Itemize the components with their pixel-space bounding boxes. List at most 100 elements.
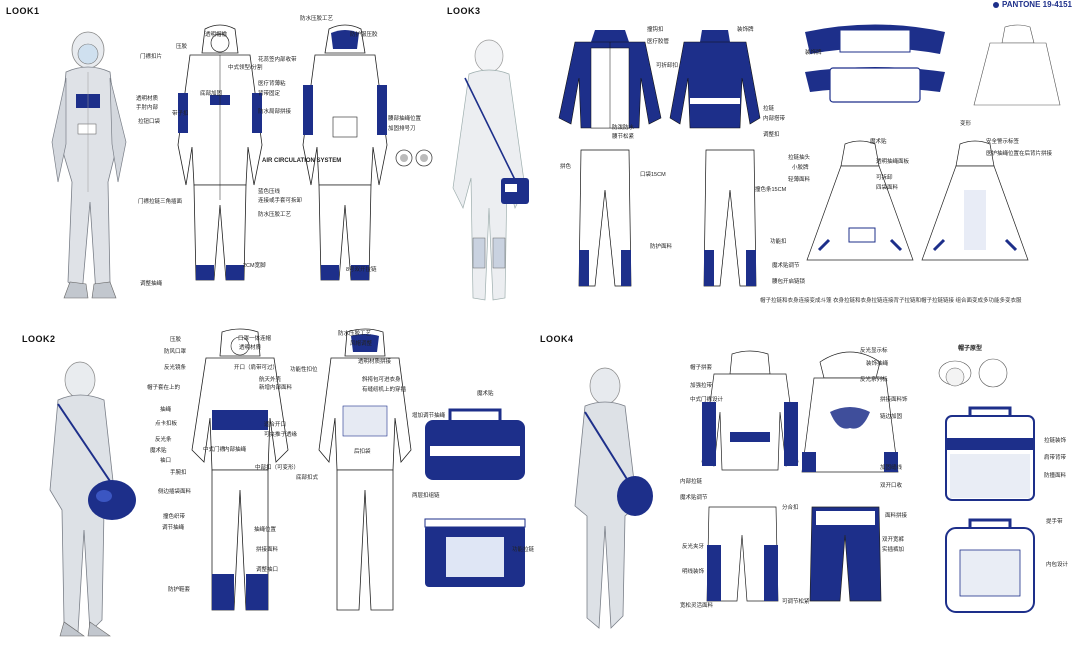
ann: 撞色条15CM (755, 187, 787, 193)
ann: 拼接面料饰 (880, 397, 908, 403)
ann: 医疗背薄粘 (258, 81, 286, 87)
ann: 明线装饰 (682, 569, 705, 575)
ann: 变形 (960, 121, 972, 127)
ann: 有缝纫机上的穿插 (362, 387, 407, 393)
ann: 压胶 (176, 44, 188, 50)
ann: 加固缝线 (880, 465, 903, 471)
ann: 装饰牌 (805, 50, 822, 56)
ann: 双开口收 (880, 483, 903, 489)
look1-figure (51, 31, 127, 299)
look1-flat-front (177, 24, 263, 281)
ann: 调整抽绳 (140, 281, 163, 287)
ann: 内部搭带 (763, 116, 786, 122)
ann: 透明材质 (239, 345, 262, 351)
color-dot-icon (993, 1, 1000, 8)
look2-title: LOOK2 (22, 334, 56, 344)
ann: 抽绳 (160, 407, 172, 413)
look3-bottom-note: 帽子拉链和衣身连接变成斗篷 衣身拉链和衣身拉链连接背子拉链和帽子拉链链接 组合面… (760, 298, 1022, 304)
ann: 抽绳位置 (254, 527, 277, 533)
ann: 口袋15CM (640, 172, 666, 178)
look2-bag-bottom (424, 518, 526, 587)
ann: 防水局部拼接 (258, 109, 292, 115)
look4-backpack-bottom (945, 518, 1035, 613)
ann: 安全警示标签 (986, 139, 1020, 145)
ann: 透明材质 (136, 96, 159, 102)
look3-pants-back (703, 149, 757, 287)
ann: 侧边插袋面料 (158, 489, 192, 495)
ann: 腰节松紧 (612, 134, 635, 140)
ann: 手腕扣 (170, 470, 187, 476)
ann: 医疗胶管 (647, 39, 670, 45)
ann: 门襟拉链三角插面 (138, 199, 183, 205)
ann: 门襟扣片 (140, 54, 163, 60)
look4-shorts-front (706, 506, 779, 602)
ann: 调整扣 (763, 132, 780, 138)
ann: 防泼防水 (612, 125, 635, 131)
ann: 肩带背带 (1044, 455, 1067, 461)
look1-detail-vents (395, 149, 433, 167)
look3-pants-front (578, 149, 632, 287)
ann: 反光夹牙 (682, 544, 705, 550)
look1-title: LOOK1 (6, 6, 40, 16)
ann: 魔术贴 (150, 448, 167, 454)
ann: 2CM宽脚 (243, 263, 266, 269)
ann: 拉链装饰 (1044, 438, 1067, 444)
ann: 适合开口 (264, 422, 287, 428)
ann: 点卡扣板 (155, 421, 178, 427)
ann: 背带固定 (258, 91, 281, 97)
ann: 增加调节抽绳 (412, 413, 446, 419)
ann: 魔术贴 (870, 139, 887, 145)
ann: 可拆卸 (876, 175, 893, 181)
ann: 花蕊签内部收带 (258, 57, 297, 63)
ann: 四袋面料 (876, 185, 899, 191)
ann: 魔术贴调节 (772, 263, 800, 269)
ann: 口罩一体连帽 (238, 336, 272, 342)
ann: 中式门襟设计 (690, 397, 724, 403)
ann: 医护抽绳位置在后背片拼接 (986, 151, 1053, 157)
ann: 帽子拼套 (690, 365, 713, 371)
ann: 反光条 (155, 437, 172, 443)
look3-title: LOOK3 (447, 6, 481, 16)
look3-jacket-back (669, 30, 761, 129)
ann: 宽松灵活面料 (680, 603, 714, 609)
ann: 蓝色压线 (258, 189, 281, 195)
look3-cape-front (806, 140, 914, 261)
ann: 内包设计 (1046, 562, 1069, 568)
look2-figure (49, 361, 136, 637)
ann: 透明材质拼接 (358, 359, 392, 365)
ann: 功能性扣位 (290, 367, 318, 373)
ann: 内部抽绳 (224, 447, 247, 453)
ann: 可夹推子透缘 (264, 432, 298, 438)
look2-flat-front (191, 328, 289, 611)
ann: 防水压胶工艺 (258, 212, 292, 218)
ann: 透明抽绳面板 (876, 159, 910, 165)
ann: 拉钮口袋 (138, 119, 161, 125)
look1-flat-back (302, 24, 388, 281)
ann: 实插裤加 (882, 547, 905, 553)
ann: 手肘内部 (136, 105, 159, 111)
ann: 防水压胶工艺 (338, 331, 372, 337)
ann: 防护服压胶 (350, 32, 378, 38)
look3-jacket-front (558, 30, 662, 129)
look4-shorts-back (809, 506, 882, 602)
ann: 功能拉链 (512, 547, 535, 553)
look3-waist-bag (805, 24, 945, 103)
ann: 提手带 (1046, 519, 1063, 525)
ann: 袖口 (160, 458, 172, 464)
look4-title: LOOK4 (540, 334, 574, 344)
pantone-label: PANTONE 19-4151 (993, 0, 1072, 9)
ann: 加固排号刀 (388, 126, 416, 132)
ann: 开口（肩带可过） (234, 365, 279, 371)
ann: 撞钩扣 (647, 27, 664, 33)
ann: 底部扣式 (296, 475, 319, 481)
look4-jacket-back (801, 351, 899, 473)
ann: 压胶 (170, 337, 182, 343)
ann: 可折卸扣 (656, 63, 679, 69)
look3-outline-sketch (973, 24, 1061, 106)
ann: 透明帽檐 (205, 32, 228, 38)
ann: 中式门襟 (203, 447, 226, 453)
ann: 防护鞋套 (168, 587, 191, 593)
ann: 分合扣 (782, 505, 799, 511)
ann: 小胶牌 (792, 165, 809, 171)
ann: 防风口罩 (164, 349, 187, 355)
